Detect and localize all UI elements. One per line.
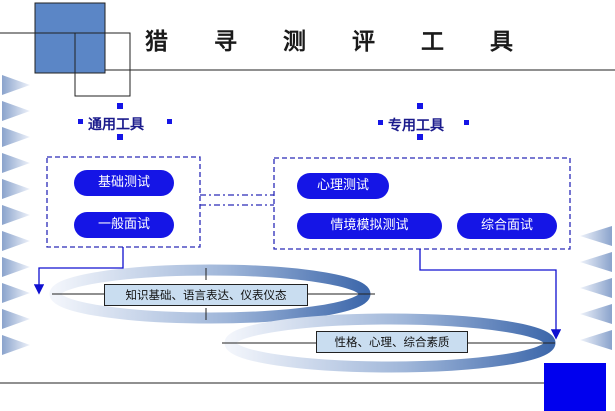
triangle-decoration [2,309,30,329]
triangle-decoration [2,153,30,173]
arrow-general-to-focus [33,247,124,295]
general-tools-group-box [46,156,201,248]
tool-comprehensive-interview: 综合面试 [457,213,557,239]
triangle-decoration [2,335,30,355]
triangle-decoration [2,283,30,303]
triangle-decoration [580,226,612,246]
tool-basic-test: 基础测试 [74,170,174,196]
triangle-decoration [2,75,30,95]
page-title: 猎 寻 测 评 工 具 [145,29,533,55]
triangle-decoration [580,330,612,350]
triangle-decoration [2,257,30,277]
decorative-triangle-strip-right [580,226,612,350]
triangle-decoration [580,304,612,324]
tool-scenario-simulation-test: 情境模拟测试 [297,213,442,239]
triangle-decoration [2,205,30,225]
triangle-decoration [2,101,30,121]
triangle-decoration [580,278,612,298]
tool-psychology-test: 心理测试 [297,173,389,199]
label-bullets [78,103,469,140]
triangle-decoration [2,127,30,147]
triangle-decoration [2,231,30,251]
triangle-decoration [2,179,30,199]
box-connectors [200,194,274,206]
special-tools-label: 专用工具 [388,118,444,134]
special-tools-group-box [273,157,571,250]
tool-general-interview: 一般面试 [74,212,174,238]
decorative-triangle-strip-left [2,75,30,355]
arrow-special-to-focus [419,249,562,340]
general-tools-label: 通用工具 [88,117,144,133]
decorative-squares-top [0,2,615,97]
triangle-decoration [580,252,612,272]
decorative-squares-bottom [0,363,606,411]
general-focus-label: 知识基础、语言表达、仪表仪态 [104,284,308,306]
special-focus-label: 性格、心理、综合素质 [316,331,468,353]
